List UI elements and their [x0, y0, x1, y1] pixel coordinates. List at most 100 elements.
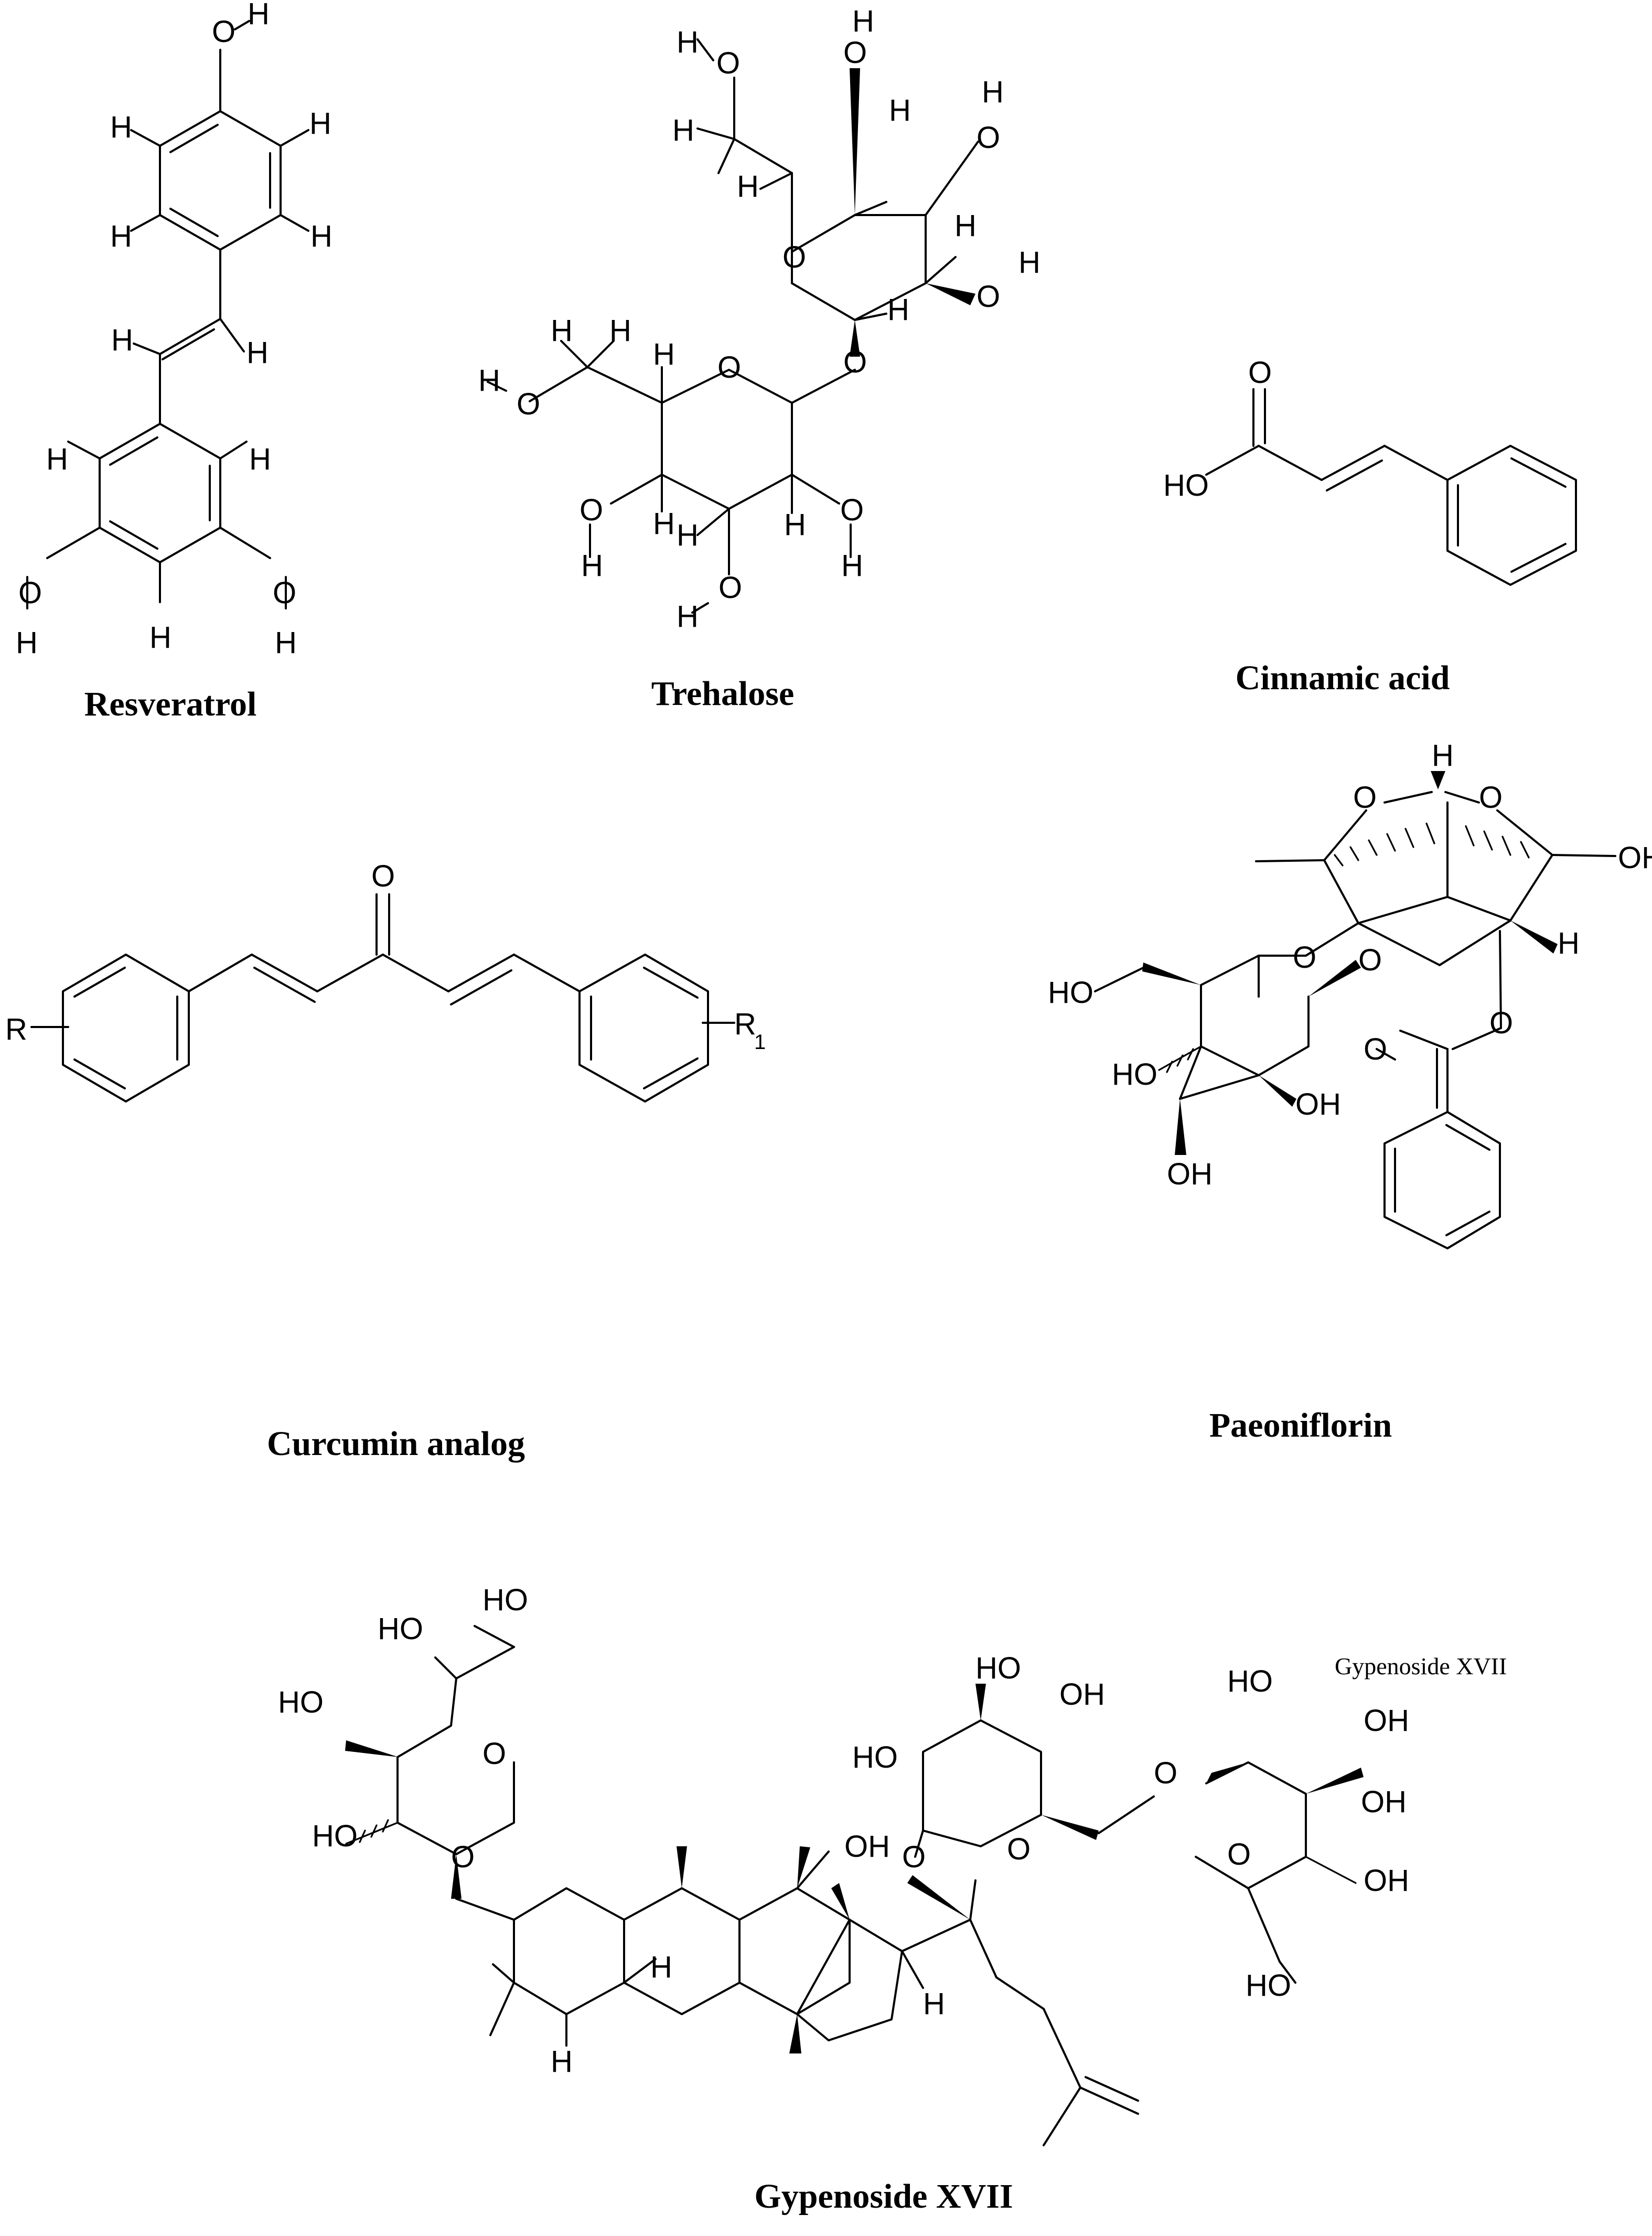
atom-label: O — [1293, 940, 1316, 975]
atom-label: H — [677, 600, 699, 634]
atom-label: H — [110, 110, 132, 144]
atom-label: O — [273, 576, 296, 610]
atom-label: H — [478, 363, 500, 398]
resveratrol-structure: O H H H H H H H H H O O H H H — [16, 0, 332, 660]
atom-label: H — [551, 314, 573, 348]
atom-label: OH — [1295, 1087, 1341, 1121]
atom-label: HO — [852, 1740, 898, 1774]
gypenoside-inset-label: Gypenoside XVII — [1335, 1653, 1507, 1679]
atom-subscript: 1 — [754, 1031, 766, 1054]
atom-label: O — [716, 46, 740, 80]
atom-label: H — [650, 1950, 672, 1984]
atom-label: H — [1432, 739, 1454, 773]
atom-label: H — [653, 507, 675, 541]
atom-label: H — [677, 25, 699, 59]
atom-label: H — [889, 93, 911, 127]
atom-label: O — [1358, 943, 1382, 977]
atom-label: HO — [378, 1612, 423, 1646]
atom-label: O — [371, 859, 395, 893]
atom-label: H — [149, 620, 171, 655]
atom-label: H — [653, 337, 675, 371]
atom-label: HO — [1048, 976, 1093, 1010]
atom-label: O — [451, 1840, 475, 1874]
atom-label: OH — [1618, 841, 1652, 875]
atom-label: O — [1479, 780, 1503, 815]
atom-label: O — [18, 576, 42, 610]
atom-label: O — [482, 1737, 506, 1771]
atom-label: O — [1353, 780, 1377, 815]
atom-label: H — [248, 0, 270, 31]
atom-label: O — [902, 1840, 926, 1874]
atom-label: H — [46, 442, 68, 476]
caption-paeoniflorin: Paeoniflorin — [1209, 1406, 1392, 1445]
atom-label: HO — [975, 1651, 1021, 1685]
atom-label: O — [843, 345, 867, 379]
atom-label: HO — [1163, 468, 1209, 502]
curcumin-analog-structure: O R R 1 — [5, 859, 766, 1103]
atom-label: H — [784, 508, 806, 542]
atom-label: H — [982, 75, 1004, 109]
atom-label: H — [110, 219, 132, 253]
atom-label: O — [1489, 1006, 1513, 1040]
atom-label: O — [1154, 1756, 1177, 1790]
atom-label: H — [551, 2045, 573, 2079]
atom-label: O — [782, 240, 806, 274]
atom-label: R — [5, 1012, 27, 1046]
caption-cinnamic-acid: Cinnamic acid — [1235, 659, 1450, 697]
atom-label: O — [1364, 1032, 1387, 1066]
atom-label: OH — [1364, 1704, 1409, 1738]
atom-label: OH — [1059, 1677, 1105, 1711]
atom-label: H — [309, 106, 331, 141]
atom-label: H — [246, 336, 269, 370]
atom-label: O — [1248, 356, 1272, 390]
atom-label: H — [111, 323, 133, 357]
atom-label: H — [275, 626, 297, 660]
atom-label: H — [923, 1987, 945, 2021]
atom-label: H — [677, 518, 699, 552]
atom-label: HO — [482, 1583, 528, 1617]
atom-label: HO — [312, 1819, 358, 1853]
atom-label: H — [1018, 245, 1040, 280]
atom-label: OH — [1167, 1157, 1213, 1191]
atom-label: H — [852, 4, 874, 38]
atom-label: HO — [1246, 1968, 1291, 2003]
atom-label: H — [1558, 926, 1580, 960]
atom-label: O — [1227, 1837, 1251, 1871]
atom-label: O — [977, 121, 1000, 155]
atom-label: OH — [1364, 1864, 1409, 1898]
atom-label: OH — [1361, 1785, 1407, 1819]
atom-label: O — [843, 36, 867, 70]
atom-label: R — [734, 1007, 756, 1041]
caption-resveratrol: Resveratrol — [84, 685, 257, 723]
atom-label: O — [840, 493, 864, 527]
atom-label: H — [249, 442, 271, 476]
trehalose-structure: H O H H O O H H H O H O H H O O H H O H … — [478, 4, 1040, 634]
atom-label: H — [954, 209, 977, 243]
atom-label: H — [672, 113, 694, 147]
atom-label: O — [717, 350, 741, 384]
atom-label: HO — [1112, 1057, 1157, 1092]
gypenoside-structure: HO HO HO HO O O OH H H H O HO HO OH O O … — [278, 1583, 1409, 2146]
atom-label: O — [212, 15, 235, 49]
paeoniflorin-structure: O O H OH H O O HO HO OH OH O O — [1048, 739, 1652, 1249]
atom-label: O — [1007, 1832, 1031, 1866]
atom-label: HO — [278, 1685, 324, 1719]
atom-label: H — [887, 293, 909, 327]
atom-label: O — [718, 571, 742, 605]
atom-label: HO — [1227, 1664, 1273, 1698]
atom-label: O — [977, 280, 1000, 314]
atom-label: OH — [844, 1830, 890, 1864]
cinnamic-acid-structure: O HO — [1163, 356, 1577, 586]
atom-label: H — [737, 169, 759, 204]
atom-label: H — [841, 549, 863, 583]
atom-label: H — [310, 219, 332, 253]
caption-gypenoside-xvii: Gypenoside XVII — [754, 2177, 1013, 2216]
atom-label: O — [580, 493, 603, 527]
atom-label: H — [609, 314, 631, 348]
atom-label: O — [517, 387, 540, 421]
atom-label: H — [581, 549, 603, 583]
atom-label: H — [16, 626, 38, 660]
caption-trehalose: Trehalose — [651, 675, 795, 713]
